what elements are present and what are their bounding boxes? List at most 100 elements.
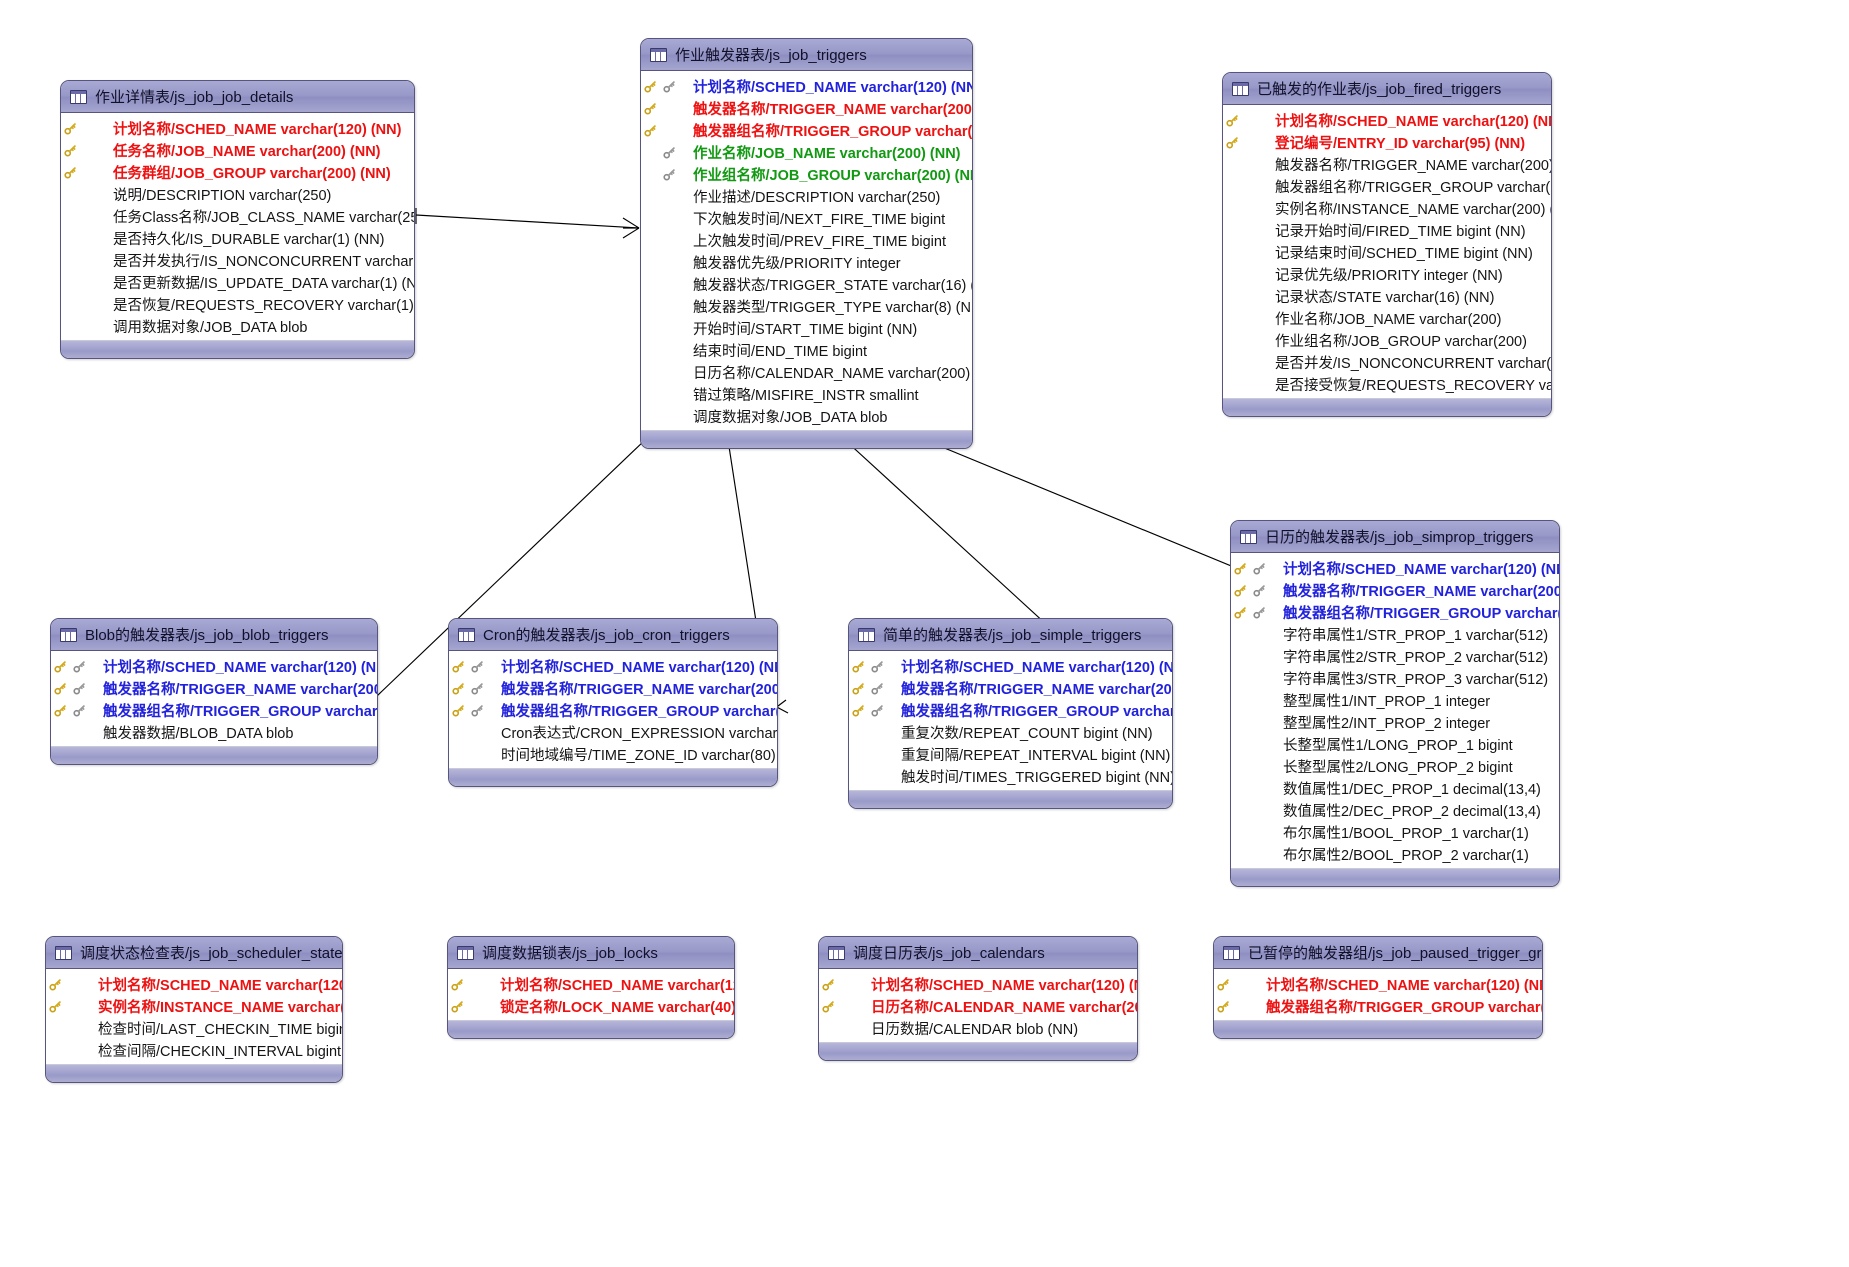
entity-fired_triggers[interactable]: 已触发的作业表/js_job_fired_triggers 计划名称/SCHED…: [1222, 72, 1552, 417]
attribute-row[interactable]: 记录开始时间/FIRED_TIME bigint (NN): [1223, 219, 1551, 241]
attribute-row[interactable]: 作业名称/JOB_NAME varchar(200) (NN): [641, 141, 972, 163]
attribute-row[interactable]: 触发器名称/TRIGGER_NAME varchar(200) (NN): [449, 677, 777, 699]
attribute-row[interactable]: 整型属性1/INT_PROP_1 integer: [1231, 689, 1559, 711]
attribute-row[interactable]: 计划名称/SCHED_NAME varchar(120) (NN): [819, 973, 1137, 995]
attribute-row[interactable]: 结束时间/END_TIME bigint: [641, 339, 972, 361]
entity-simple_triggers[interactable]: 简单的触发器表/js_job_simple_triggers 计划名称/SCHE…: [848, 618, 1173, 809]
attribute-row[interactable]: 作业组名称/JOB_GROUP varchar(200) (NN): [641, 163, 972, 185]
attribute-row[interactable]: 调度数据对象/JOB_DATA blob: [641, 405, 972, 427]
attribute-row[interactable]: 是否恢复/REQUESTS_RECOVERY varchar(1) (NN): [61, 293, 414, 315]
attribute-row[interactable]: 计划名称/SCHED_NAME varchar(120) (NN): [849, 655, 1172, 677]
attribute-row[interactable]: 重复次数/REPEAT_COUNT bigint (NN): [849, 721, 1172, 743]
attribute-row[interactable]: 是否持久化/IS_DURABLE varchar(1) (NN): [61, 227, 414, 249]
attribute-row[interactable]: 是否更新数据/IS_UPDATE_DATA varchar(1) (NN): [61, 271, 414, 293]
attribute-row[interactable]: 触发器名称/TRIGGER_NAME varchar(200) (NN): [849, 677, 1172, 699]
attribute-row[interactable]: 触发器名称/TRIGGER_NAME varchar(200) (NN): [51, 677, 377, 699]
attribute-row[interactable]: 实例名称/INSTANCE_NAME varchar(200) (NN): [46, 995, 342, 1017]
attribute-row[interactable]: 任务Class名称/JOB_CLASS_NAME varchar(250) (N…: [61, 205, 414, 227]
attribute-row[interactable]: 布尔属性1/BOOL_PROP_1 varchar(1): [1231, 821, 1559, 843]
attribute-row[interactable]: 错过策略/MISFIRE_INSTR smallint: [641, 383, 972, 405]
primary-key-icon: [1234, 584, 1246, 597]
attribute-label: 实例名称/INSTANCE_NAME varchar(200) (NN): [1275, 201, 1552, 218]
attribute-row[interactable]: 重复间隔/REPEAT_INTERVAL bigint (NN): [849, 743, 1172, 765]
relationship-line-job-details: [415, 214, 640, 229]
attribute-row[interactable]: 实例名称/INSTANCE_NAME varchar(200) (NN): [1223, 197, 1551, 219]
attribute-row[interactable]: 日历名称/CALENDAR_NAME varchar(200) (NN): [819, 995, 1137, 1017]
attribute-row[interactable]: 字符串属性3/STR_PROP_3 varchar(512): [1231, 667, 1559, 689]
attribute-row[interactable]: 计划名称/SCHED_NAME varchar(120) (NN): [641, 75, 972, 97]
attribute-row[interactable]: 是否接受恢复/REQUESTS_RECOVERY varchar(1): [1223, 373, 1551, 395]
attribute-row[interactable]: 是否并发执行/IS_NONCONCURRENT varchar(1) (NN): [61, 249, 414, 271]
attribute-row[interactable]: 触发器名称/TRIGGER_NAME varchar(200) (NN): [1231, 579, 1559, 601]
pk-slot: [46, 1000, 65, 1013]
attribute-row[interactable]: 作业名称/JOB_NAME varchar(200): [1223, 307, 1551, 329]
attribute-row[interactable]: 触发时间/TIMES_TRIGGERED bigint (NN): [849, 765, 1172, 787]
entity-blob_triggers[interactable]: Blob的触发器表/js_job_blob_triggers 计划名称/SCHE…: [50, 618, 378, 765]
attribute-row[interactable]: 上次触发时间/PREV_FIRE_TIME bigint: [641, 229, 972, 251]
attribute-row[interactable]: 作业组名称/JOB_GROUP varchar(200): [1223, 329, 1551, 351]
attribute-row[interactable]: 下次触发时间/NEXT_FIRE_TIME bigint: [641, 207, 972, 229]
attribute-row[interactable]: 计划名称/SCHED_NAME varchar(120) (NN): [1223, 109, 1551, 131]
attribute-row[interactable]: 检查间隔/CHECKIN_INTERVAL bigint (NN): [46, 1039, 342, 1061]
attribute-row[interactable]: 日历名称/CALENDAR_NAME varchar(200): [641, 361, 972, 383]
attribute-row[interactable]: 触发器组名称/TRIGGER_GROUP varchar(200) (NN): [1223, 175, 1551, 197]
attribute-row[interactable]: 整型属性2/INT_PROP_2 integer: [1231, 711, 1559, 733]
attribute-row[interactable]: 作业描述/DESCRIPTION varchar(250): [641, 185, 972, 207]
attribute-row[interactable]: 计划名称/SCHED_NAME varchar(120) (NN): [448, 973, 734, 995]
attribute-row[interactable]: 计划名称/SCHED_NAME varchar(120) (NN): [61, 117, 414, 139]
attribute-label: 时间地域编号/TIME_ZONE_ID varchar(80): [501, 747, 776, 764]
attribute-row[interactable]: 是否并发/IS_NONCONCURRENT varchar(1): [1223, 351, 1551, 373]
attribute-row[interactable]: 布尔属性2/BOOL_PROP_2 varchar(1): [1231, 843, 1559, 865]
attribute-label: 字符串属性2/STR_PROP_2 varchar(512): [1283, 649, 1549, 666]
attribute-row[interactable]: 任务名称/JOB_NAME varchar(200) (NN): [61, 139, 414, 161]
attribute-row[interactable]: 开始时间/START_TIME bigint (NN): [641, 317, 972, 339]
attribute-row[interactable]: 字符串属性2/STR_PROP_2 varchar(512): [1231, 645, 1559, 667]
attribute-row[interactable]: 长整型属性1/LONG_PROP_1 bigint: [1231, 733, 1559, 755]
attribute-row[interactable]: 计划名称/SCHED_NAME varchar(120) (NN): [1231, 557, 1559, 579]
entity-job_details[interactable]: 作业详情表/js_job_job_details 计划名称/SCHED_NAME…: [60, 80, 415, 359]
entity-scheduler_state[interactable]: 调度状态检查表/js_job_scheduler_state 计划名称/SCHE…: [45, 936, 343, 1083]
entity-cron_triggers[interactable]: Cron的触发器表/js_job_cron_triggers 计划名称/SCHE…: [448, 618, 778, 787]
attribute-row[interactable]: 计划名称/SCHED_NAME varchar(120) (NN): [449, 655, 777, 677]
attribute-row[interactable]: 触发器组名称/TRIGGER_GROUP varchar(200) (NN): [849, 699, 1172, 721]
attribute-row[interactable]: 调用数据对象/JOB_DATA blob: [61, 315, 414, 337]
attribute-row[interactable]: 计划名称/SCHED_NAME varchar(120) (NN): [1214, 973, 1542, 995]
attribute-row[interactable]: 字符串属性1/STR_PROP_1 varchar(512): [1231, 623, 1559, 645]
entity-header: 调度日历表/js_job_calendars: [819, 937, 1137, 969]
attribute-row[interactable]: 检查时间/LAST_CHECKIN_TIME bigint (NN): [46, 1017, 342, 1039]
attribute-row[interactable]: 说明/DESCRIPTION varchar(250): [61, 183, 414, 205]
attribute-row[interactable]: 触发器组名称/TRIGGER_GROUP varchar(200) (NN): [1214, 995, 1542, 1017]
entity-paused_trigger_grps[interactable]: 已暂停的触发器组/js_job_paused_trigger_grps 计划名称…: [1213, 936, 1543, 1039]
attribute-row[interactable]: 锁定名称/LOCK_NAME varchar(40) (NN): [448, 995, 734, 1017]
entity-calendars[interactable]: 调度日历表/js_job_calendars 计划名称/SCHED_NAME v…: [818, 936, 1138, 1061]
attribute-row[interactable]: 触发器组名称/TRIGGER_GROUP varchar(200) (NN): [641, 119, 972, 141]
attribute-row[interactable]: 计划名称/SCHED_NAME varchar(120) (NN): [46, 973, 342, 995]
attribute-row[interactable]: 触发器名称/TRIGGER_NAME varchar(200) (NN): [1223, 153, 1551, 175]
attribute-row[interactable]: 触发器组名称/TRIGGER_GROUP varchar(200) (NN): [449, 699, 777, 721]
attribute-label: 是否恢复/REQUESTS_RECOVERY varchar(1) (NN): [113, 297, 415, 314]
attribute-row[interactable]: Cron表达式/CRON_EXPRESSION varchar(120) (NN…: [449, 721, 777, 743]
attribute-row[interactable]: 触发器数据/BLOB_DATA blob: [51, 721, 377, 743]
entity-job_triggers[interactable]: 作业触发器表/js_job_triggers 计划名称/SCHED_NAME v…: [640, 38, 973, 449]
attribute-row[interactable]: 数值属性1/DEC_PROP_1 decimal(13,4): [1231, 777, 1559, 799]
attribute-row[interactable]: 时间地域编号/TIME_ZONE_ID varchar(80): [449, 743, 777, 765]
entity-title: 日历的触发器表/js_job_simprop_triggers: [1265, 529, 1534, 546]
entity-simprop_triggers[interactable]: 日历的触发器表/js_job_simprop_triggers 计划名称/SCH…: [1230, 520, 1560, 887]
attribute-row[interactable]: 记录优先级/PRIORITY integer (NN): [1223, 263, 1551, 285]
entity-locks[interactable]: 调度数据锁表/js_job_locks 计划名称/SCHED_NAME varc…: [447, 936, 735, 1039]
attribute-row[interactable]: 任务群组/JOB_GROUP varchar(200) (NN): [61, 161, 414, 183]
attribute-row[interactable]: 长整型属性2/LONG_PROP_2 bigint: [1231, 755, 1559, 777]
attribute-row[interactable]: 触发器状态/TRIGGER_STATE varchar(16) (NN): [641, 273, 972, 295]
attribute-row[interactable]: 触发器优先级/PRIORITY integer: [641, 251, 972, 273]
attribute-row[interactable]: 日历数据/CALENDAR blob (NN): [819, 1017, 1137, 1039]
attribute-row[interactable]: 计划名称/SCHED_NAME varchar(120) (NN): [51, 655, 377, 677]
attribute-row[interactable]: 数值属性2/DEC_PROP_2 decimal(13,4): [1231, 799, 1559, 821]
attribute-row[interactable]: 触发器名称/TRIGGER_NAME varchar(200) (NN): [641, 97, 972, 119]
attribute-row[interactable]: 记录状态/STATE varchar(16) (NN): [1223, 285, 1551, 307]
attribute-row[interactable]: 登记编号/ENTRY_ID varchar(95) (NN): [1223, 131, 1551, 153]
attribute-row[interactable]: 记录结束时间/SCHED_TIME bigint (NN): [1223, 241, 1551, 263]
attribute-label: 作业名称/JOB_NAME varchar(200): [1275, 311, 1502, 328]
attribute-row[interactable]: 触发器组名称/TRIGGER_GROUP varchar(200) (NN): [1231, 601, 1559, 623]
attribute-row[interactable]: 触发器组名称/TRIGGER_GROUP varchar(200) (NN): [51, 699, 377, 721]
attribute-row[interactable]: 触发器类型/TRIGGER_TYPE varchar(8) (NN): [641, 295, 972, 317]
